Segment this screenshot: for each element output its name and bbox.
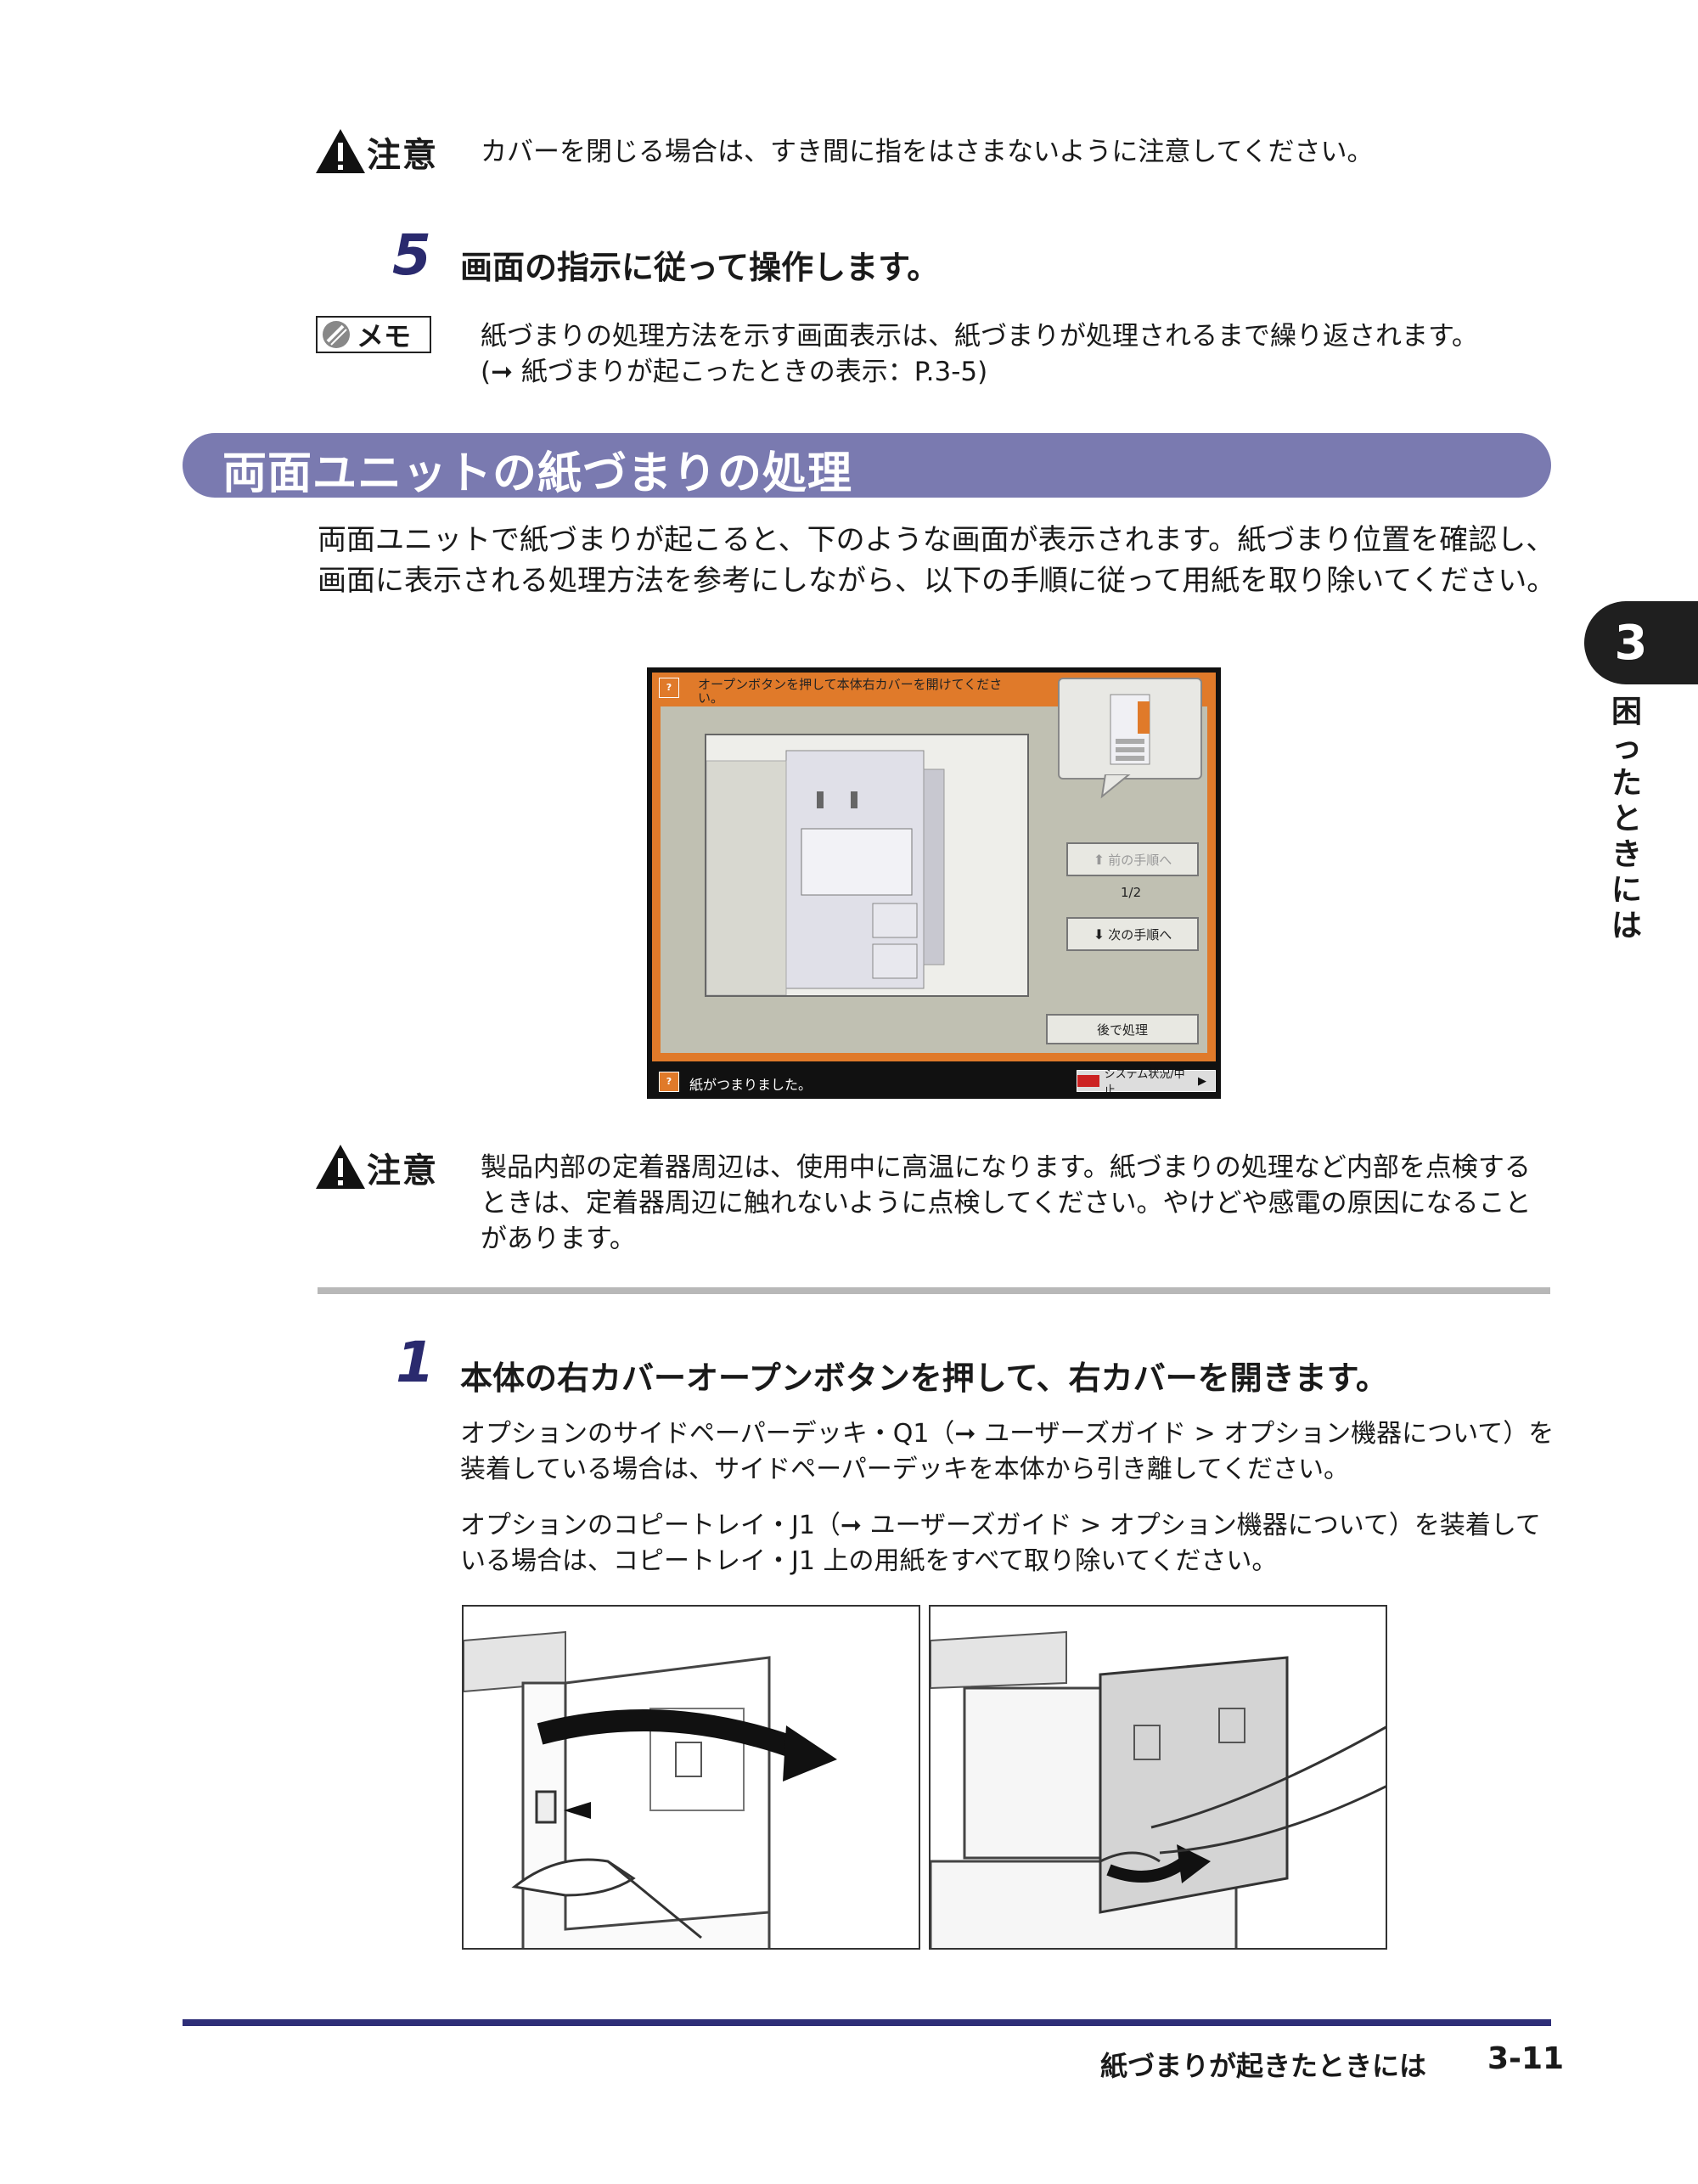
chapter-side-label: 困ったときには [1611,695,1642,943]
section-divider [318,1287,1550,1294]
screen-frame: ? オープンボタンを押して本体右カバーを開けてください。 [652,673,1216,1061]
step-title: 画面の指示に従って操作します。 [460,249,940,286]
callout-pointer [1100,774,1131,799]
system-status-button[interactable]: システム状況/中止 ▶ [1077,1068,1216,1097]
step-title: 本体の右カバーオープンボタンを押して、右カバーを開きます。 [460,1359,1388,1397]
illustration-press-button [462,1605,920,1950]
status-indicator-icon [1077,1075,1099,1087]
section-header-bar [183,433,1551,498]
open-right-cover-image [931,1607,1386,1948]
step-number: 5 [392,222,431,288]
caution-label: 注意 [367,1151,438,1191]
footer-rule [183,2019,1551,2026]
memo-badge: メモ [316,316,431,353]
later-button[interactable]: 後で処理 [1046,1014,1199,1044]
help-icon[interactable]: ? [659,678,679,698]
section-title: 両面ユニットの紙づまりの処理 [222,448,853,499]
page-indicator: 1/2 [1121,885,1142,900]
down-arrow-icon: ⬇ [1093,926,1105,943]
section-intro: 両面ユニットで紙づまりが起こると、下のような画面が表示されます。紙づまり位置を確… [318,523,1556,598]
step-paragraph-2: オプションのコピートレイ・J1（➞ ユーザーズガイド > オプション機器について… [460,1511,1541,1576]
device-screen: ? オープンボタンを押して本体右カバーを開けてください。 [647,667,1221,1099]
position-thumbnail [1058,678,1202,780]
step-number: 1 [396,1330,435,1395]
memo-line-1: 紙づまりの処理方法を示す画面表示は、紙づまりが処理されるまで繰り返されます。 [481,321,1478,352]
caution-label: 注意 [367,136,438,175]
footer-chapter-title: 紙づまりが起きたときには [1100,2050,1427,2082]
chapter-tab: 3 [1584,601,1698,684]
memo-label: メモ [357,320,412,352]
copier-icon [1110,694,1150,765]
next-step-button[interactable]: ⬇ 次の手順へ [1066,917,1199,951]
illustration-open-cover [929,1605,1387,1950]
pencil-icon [323,321,350,348]
caution-triangle-icon [316,1145,365,1189]
status-help-icon[interactable]: ? [659,1072,679,1092]
machine-image [706,735,1027,996]
memo-line-2: (➞ 紙づまりが起こったときの表示：P.3-5) [481,357,988,387]
play-arrow-icon: ▶ [1198,1074,1206,1088]
footer-page-number: 3-11 [1487,2041,1565,2076]
system-status-label: システム状況/中止 [1104,1068,1185,1097]
step-paragraph-1: オプションのサイドペーパーデッキ・Q1（➞ ユーザーズガイド > オプション機器… [460,1419,1555,1484]
caution-triangle-icon [316,129,365,173]
machine-illustration [705,734,1029,997]
next-step-label: 次の手順へ [1108,926,1172,943]
press-open-button-image [464,1607,919,1948]
screen-message: オープンボタンを押して本体右カバーを開けてください。 [698,677,1003,706]
status-text: 紙がつまりました。 [689,1077,812,1093]
caution-text: カバーを閉じる場合は、すき間に指をはさまないように注意してください。 [481,137,1374,167]
up-arrow-icon: ⬆ [1093,851,1105,868]
caution-text: 製品内部の定着器周辺は、使用中に高温になります。紙づまりの処理など内部を点検する… [481,1152,1532,1254]
status-bar: ? 紙がつまりました。 システム状況/中止 ▶ [652,1067,1216,1097]
prev-step-label: 前の手順へ [1108,852,1172,868]
prev-step-button[interactable]: ⬆ 前の手順へ [1066,842,1199,876]
